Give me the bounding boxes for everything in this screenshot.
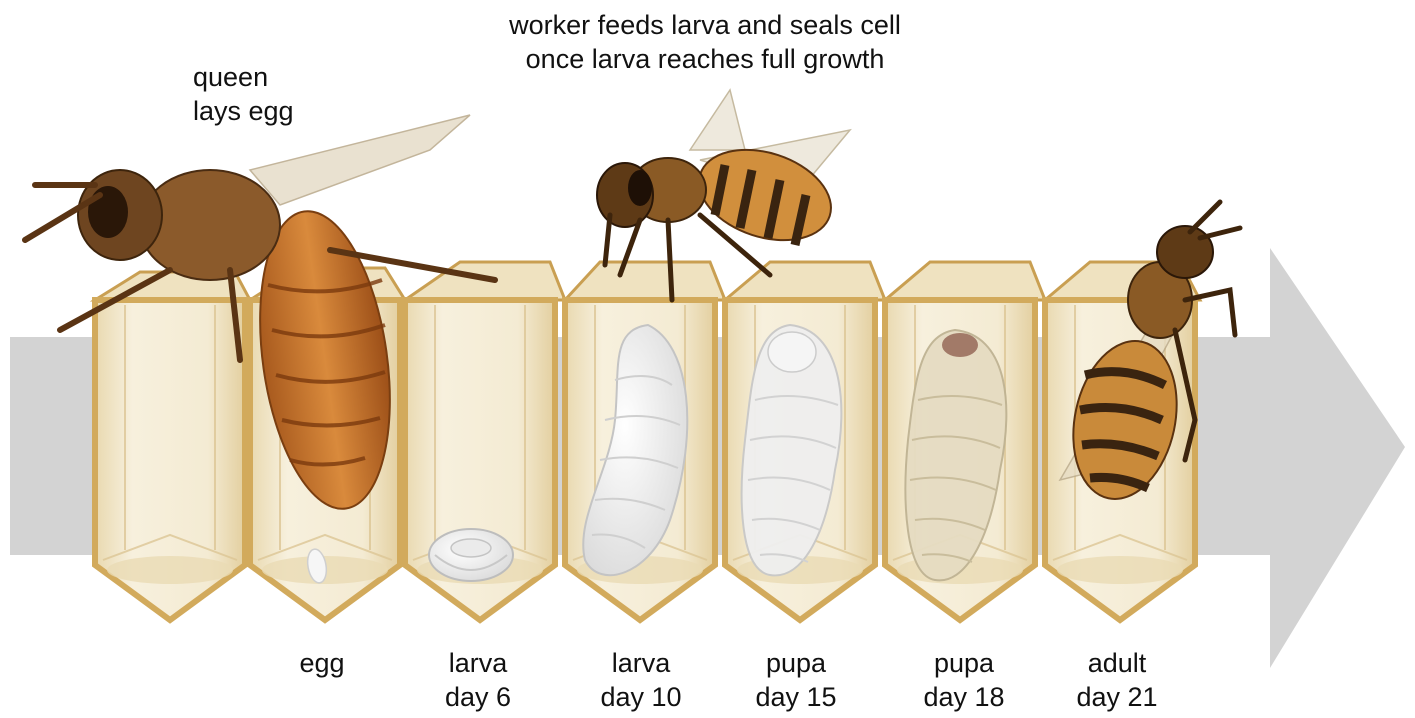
stage-label-line2: day 6	[418, 680, 538, 714]
larva-day6-shape	[429, 529, 513, 581]
stage-label-line1: adult	[1057, 646, 1177, 680]
worker-caption: worker feeds larva and seals cell once l…	[440, 8, 970, 76]
stage-label-pupa-day18: pupa day 18	[904, 646, 1024, 714]
comb-cell-floor	[107, 556, 233, 584]
stage-label-line2: day 21	[1057, 680, 1177, 714]
stage-label-line1: pupa	[904, 646, 1024, 680]
stage-label-line2: day 10	[581, 680, 701, 714]
stage-label-line1: larva	[418, 646, 538, 680]
stage-label-line1: egg	[262, 646, 382, 680]
worker-caption-line2: once larva reaches full growth	[440, 42, 970, 76]
stage-label-pupa-day15: pupa day 15	[736, 646, 856, 714]
stage-label-line2: day 15	[736, 680, 856, 714]
queen-caption-line1: queen	[193, 60, 294, 94]
stage-label-larva-day10: larva day 10	[581, 646, 701, 714]
stage-label-line1: larva	[581, 646, 701, 680]
stage-label-line1: pupa	[736, 646, 856, 680]
queen-caption-line2: lays egg	[193, 94, 294, 128]
worker-caption-line1: worker feeds larva and seals cell	[440, 8, 970, 42]
stage-label-larva-day6: larva day 6	[418, 646, 538, 714]
stage-label-line2: day 18	[904, 680, 1024, 714]
comb-cell-floor	[1057, 556, 1183, 584]
stage-label-egg: egg	[262, 646, 382, 680]
stage-label-adult-day21: adult day 21	[1057, 646, 1177, 714]
queen-caption: queen lays egg	[193, 60, 294, 128]
